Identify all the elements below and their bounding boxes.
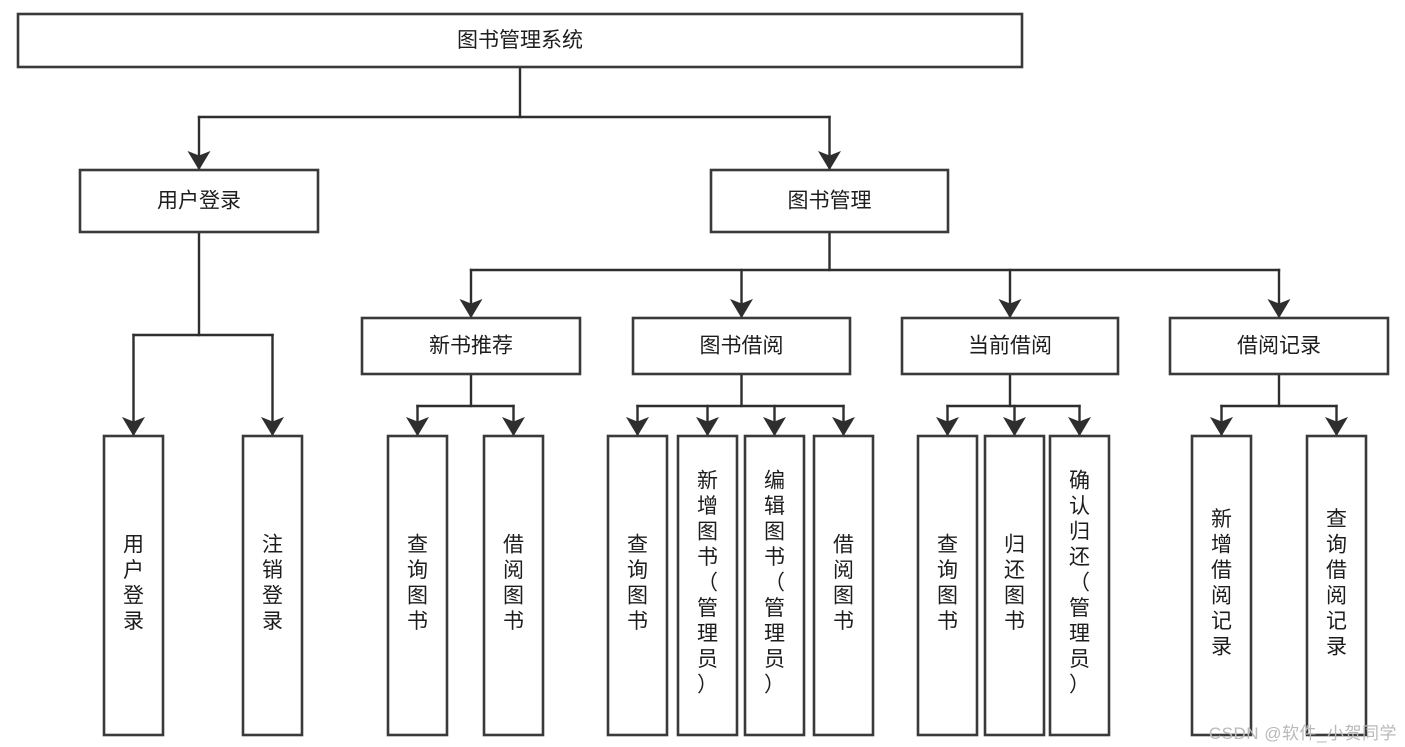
node-box — [743, 434, 806, 737]
node-label: 查询图书 — [407, 533, 428, 633]
node-box — [983, 434, 1046, 737]
node-label: 借阅图书 — [503, 533, 524, 633]
node-leaf-user-login[interactable]: 用户登录 — [102, 434, 165, 737]
node-leaf-edit-book[interactable]: 编辑图书（管理员） — [743, 434, 806, 737]
node-label: 借阅记录 — [1237, 335, 1321, 358]
node-label: 借阅图书 — [833, 533, 854, 633]
node-box — [78, 168, 320, 234]
node-label: 图书管理系统 — [457, 29, 583, 52]
node-box — [482, 434, 545, 737]
node-label: 图书管理 — [788, 190, 872, 213]
node-leaf-add-book[interactable]: 新增图书（管理员） — [676, 434, 739, 737]
edge-layer — [121, 65, 1349, 437]
node-leaf-confirm-return[interactable]: 确认归还（管理员） — [1048, 434, 1111, 737]
node-current-borrow[interactable]: 当前借阅 — [900, 316, 1120, 376]
node-book-borrow[interactable]: 图书借阅 — [631, 316, 852, 376]
node-layer: 图书管理系统用户登录图书管理新书推荐图书借阅当前借阅借阅记录用户登录注销登录查询… — [16, 12, 1390, 737]
node-leaf-borrow-book-1[interactable]: 借阅图书 — [482, 434, 545, 737]
node-leaf-query-borrow-record[interactable]: 查询借阅记录 — [1305, 434, 1368, 737]
node-box — [676, 434, 739, 737]
node-label: 注销登录 — [262, 533, 283, 633]
node-box — [1305, 434, 1368, 737]
node-box — [1168, 316, 1390, 376]
node-label: 查询图书 — [937, 533, 958, 633]
node-label: 查询图书 — [627, 533, 648, 633]
node-label: 用户登录 — [157, 190, 241, 213]
node-label: 编辑图书（管理员） — [764, 470, 785, 697]
node-new-book-recommend[interactable]: 新书推荐 — [360, 316, 582, 376]
node-leaf-add-borrow-record[interactable]: 新增借阅记录 — [1190, 434, 1253, 737]
node-box — [16, 12, 1024, 69]
node-box — [709, 168, 950, 234]
node-box — [812, 434, 875, 737]
node-leaf-query-book-3[interactable]: 查询图书 — [916, 434, 979, 737]
node-book-manage[interactable]: 图书管理 — [709, 168, 950, 234]
watermark-text: CSDN @软件_小贺同学 — [1208, 724, 1397, 743]
node-box — [102, 434, 165, 737]
node-label: 当前借阅 — [968, 335, 1052, 358]
node-root[interactable]: 图书管理系统 — [16, 12, 1024, 69]
node-label: 新增借阅记录 — [1211, 508, 1232, 659]
node-box — [606, 434, 669, 737]
node-box — [916, 434, 979, 737]
node-label: 查询借阅记录 — [1326, 508, 1347, 659]
node-box — [631, 316, 852, 376]
node-leaf-query-book-2[interactable]: 查询图书 — [606, 434, 669, 737]
node-borrow-record[interactable]: 借阅记录 — [1168, 316, 1390, 376]
node-leaf-borrow-book-2[interactable]: 借阅图书 — [812, 434, 875, 737]
node-box — [1048, 434, 1111, 737]
node-box — [386, 434, 449, 737]
node-label: 图书借阅 — [700, 335, 784, 358]
node-leaf-return-book[interactable]: 归还图书 — [983, 434, 1046, 737]
node-label: 新增图书（管理员） — [697, 470, 718, 697]
node-user-login[interactable]: 用户登录 — [78, 168, 320, 234]
node-label: 用户登录 — [123, 533, 144, 633]
node-leaf-query-book-1[interactable]: 查询图书 — [386, 434, 449, 737]
node-box — [241, 434, 304, 737]
node-box — [1190, 434, 1253, 737]
node-leaf-logout-login[interactable]: 注销登录 — [241, 434, 304, 737]
node-box — [900, 316, 1120, 376]
node-label: 新书推荐 — [429, 335, 513, 358]
node-label: 归还图书 — [1004, 533, 1025, 633]
node-label: 确认归还（管理员） — [1069, 470, 1090, 697]
node-box — [360, 316, 582, 376]
